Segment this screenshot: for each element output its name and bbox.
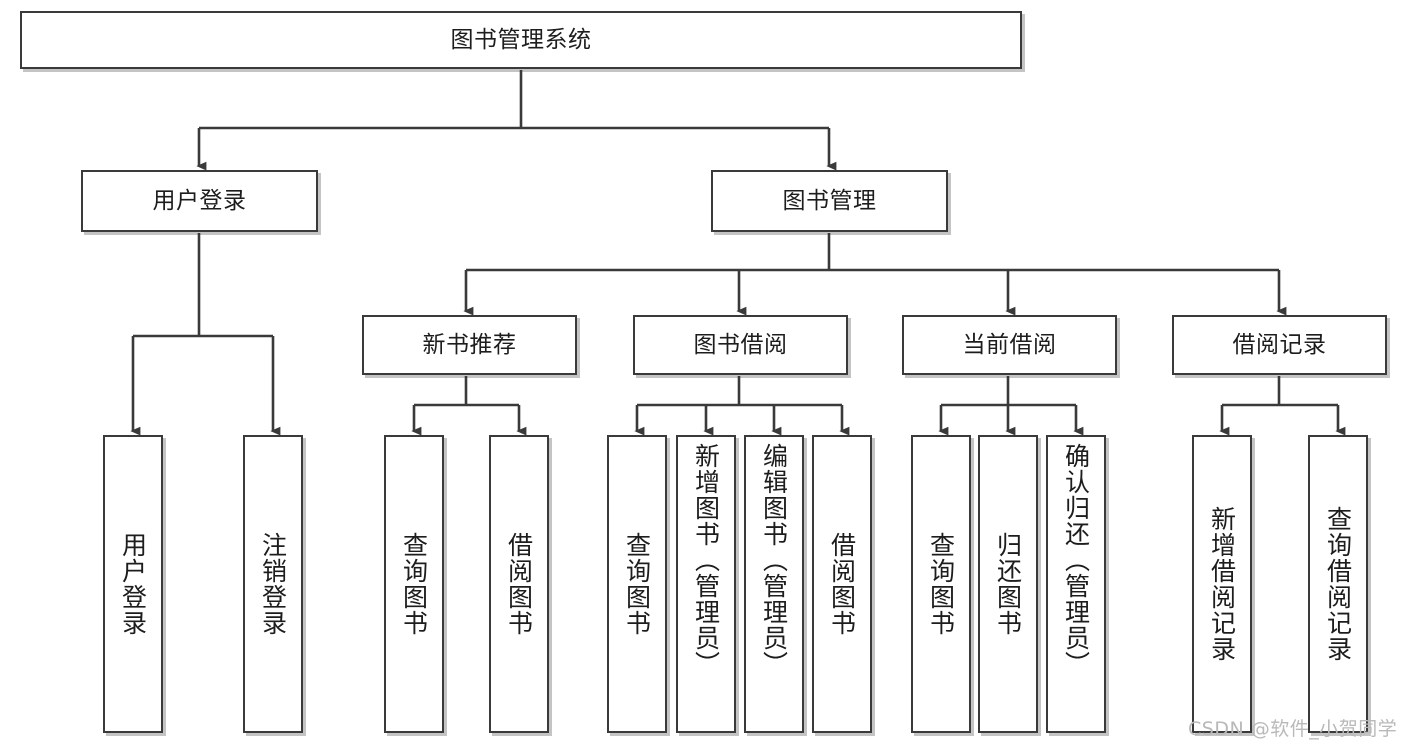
leaf-confirm-return-admin[interactable]: 确认归还（管理员） bbox=[1046, 435, 1106, 733]
node-label: 用户登录 bbox=[152, 187, 247, 214]
node-user-login[interactable]: 用户登录 bbox=[81, 170, 318, 232]
node-label: 借阅图书 bbox=[827, 532, 857, 636]
node-book-borrow[interactable]: 图书借阅 bbox=[633, 315, 848, 375]
leaf-query-borrow-record[interactable]: 查询借阅记录 bbox=[1308, 435, 1368, 733]
node-label: 查询图书 bbox=[399, 532, 429, 636]
leaf-borrow-book-recommend[interactable]: 借阅图书 bbox=[489, 435, 549, 733]
node-label: 查询图书 bbox=[926, 532, 956, 636]
node-current-borrow[interactable]: 当前借阅 bbox=[902, 315, 1117, 375]
node-label: 确认归还（管理员） bbox=[1061, 443, 1091, 677]
leaf-query-book-borrow[interactable]: 查询图书 bbox=[607, 435, 667, 733]
node-label: 新增借阅记录 bbox=[1207, 506, 1237, 662]
node-label: 注销登录 bbox=[258, 532, 288, 636]
node-root-system[interactable]: 图书管理系统 bbox=[20, 11, 1022, 69]
node-label: 归还图书 bbox=[993, 532, 1023, 636]
node-label: 查询借阅记录 bbox=[1323, 506, 1353, 662]
node-label: 编辑图书（管理员） bbox=[759, 443, 789, 677]
node-label: 图书管理系统 bbox=[450, 26, 592, 53]
node-borrow-record[interactable]: 借阅记录 bbox=[1172, 315, 1387, 375]
leaf-return-book[interactable]: 归还图书 bbox=[978, 435, 1038, 733]
leaf-logout[interactable]: 注销登录 bbox=[243, 435, 303, 733]
node-label: 用户登录 bbox=[118, 532, 148, 636]
watermark-text: CSDN @软件_小贺同学 bbox=[1188, 718, 1398, 740]
node-label: 图书管理 bbox=[782, 187, 877, 214]
node-label: 借阅记录 bbox=[1232, 331, 1327, 358]
leaf-query-book-recommend[interactable]: 查询图书 bbox=[384, 435, 444, 733]
node-label: 借阅图书 bbox=[504, 532, 534, 636]
node-book-management[interactable]: 图书管理 bbox=[711, 170, 948, 232]
leaf-user-login[interactable]: 用户登录 bbox=[103, 435, 163, 733]
leaf-add-borrow-record[interactable]: 新增借阅记录 bbox=[1192, 435, 1252, 733]
leaf-borrow-book[interactable]: 借阅图书 bbox=[812, 435, 872, 733]
node-label: 查询图书 bbox=[622, 532, 652, 636]
node-label: 新增图书（管理员） bbox=[691, 443, 721, 677]
leaf-query-book-current[interactable]: 查询图书 bbox=[911, 435, 971, 733]
leaf-add-book-admin[interactable]: 新增图书（管理员） bbox=[676, 435, 736, 733]
node-label: 图书借阅 bbox=[693, 331, 788, 358]
leaf-edit-book-admin[interactable]: 编辑图书（管理员） bbox=[744, 435, 804, 733]
node-label: 新书推荐 bbox=[422, 331, 517, 358]
node-new-book-recommend[interactable]: 新书推荐 bbox=[362, 315, 577, 375]
node-label: 当前借阅 bbox=[962, 331, 1057, 358]
